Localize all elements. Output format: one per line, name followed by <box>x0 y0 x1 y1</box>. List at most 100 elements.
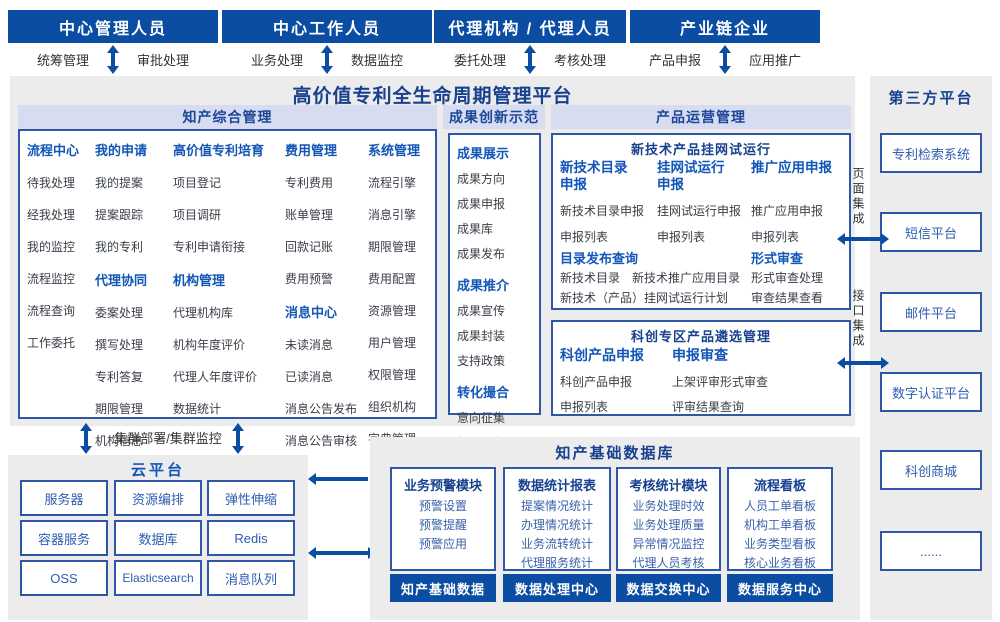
menu-item: 项目登记 <box>173 176 222 190</box>
db-column-assessment: 考核统计模块 业务处理时效 业务处理质量 异常情况监控 代理人员考核 <box>616 467 721 571</box>
chanpin-box2-col-1: 科创产品申报 科创产品申报 申报列表 <box>560 345 644 415</box>
menu-item: 成果发布 <box>457 247 506 261</box>
catalog-query-row1: 新技术目录 新技术推广应用目录 <box>560 269 740 286</box>
up-down-arrow-icon <box>84 431 88 446</box>
group-title: 申报审查 <box>672 347 728 363</box>
chanpin-box2-col-2: 申报审查 上架评审形式审查 评审结果查询 <box>672 345 768 415</box>
up-down-arrow-icon <box>236 431 240 446</box>
menu-item: 数据统计 <box>173 402 222 416</box>
sublabel: 业务处理 <box>250 52 303 68</box>
menu-item: 已读消息 <box>285 370 334 384</box>
chanpin-box1-col-3: 推广应用申报 推广应用申报 申报列表 <box>751 159 845 245</box>
menu-item: 申报列表 <box>560 400 609 414</box>
menu-item: 机构信息 <box>95 434 144 448</box>
cloud-item: 弹性伸缩 <box>207 480 295 516</box>
platform-title: 高价值专利全生命周期管理平台 <box>292 86 573 107</box>
db-item: 预警应用 <box>418 537 467 551</box>
sublabel: 数据监控 <box>351 52 404 68</box>
menu-item: 科创产品申报 <box>560 375 633 389</box>
zhichan-col-4: 费用管理 专利费用 账单管理 回款记账 费用预警 消息中心 未读消息 已读消息 … <box>285 140 357 449</box>
menu-item: 上架评审形式审查 <box>672 375 769 389</box>
menu-item: 代理人年度评价 <box>173 370 258 384</box>
group-title: 推广应用申报 <box>751 160 832 175</box>
up-down-arrow-icon <box>528 52 532 66</box>
menu-item: 新技术目录 <box>560 271 621 285</box>
group-title: 科创产品申报 <box>560 347 644 363</box>
formal-review-item: 审查结果查看 <box>751 289 823 306</box>
group-title: 代理协同 <box>95 273 148 288</box>
menu-item: 回款记账 <box>285 240 334 254</box>
cloud-title: 云平台 <box>130 462 185 479</box>
db-column-title: 业务预警模块 <box>403 478 482 493</box>
up-down-arrow-icon <box>723 52 727 66</box>
group-title: 高价值专利培育 <box>173 143 265 158</box>
db-item: 异常情况监控 <box>632 537 705 551</box>
third-party-item: 专利检索系统 <box>880 133 982 173</box>
menu-item: 我的专利 <box>95 240 144 254</box>
catalog-query-title: 目录发布查询 <box>560 251 639 266</box>
menu-item: 形式审查处理 <box>751 271 824 285</box>
cloud-item: Redis <box>207 520 295 556</box>
menu-item: 成果申报 <box>457 197 506 211</box>
group-title: 流程中心 <box>27 143 80 158</box>
db-item: 业务流转统计 <box>520 537 593 551</box>
chanpin-box1-col-1: 新技术目录 申报 新技术目录申报 申报列表 <box>560 159 654 245</box>
group-title: 系统管理 <box>368 143 421 158</box>
menu-item: 流程查询 <box>27 304 76 318</box>
third-party-item: 邮件平台 <box>880 292 982 332</box>
menu-item: 组织机构 <box>368 400 417 414</box>
sublabel: 产品申报 <box>648 52 701 68</box>
menu-item: 评审结果查询 <box>672 400 745 414</box>
actor-sublabels-3: 委托处理 考核处理 <box>434 44 626 74</box>
group-title: 消息中心 <box>285 305 338 320</box>
db-bar-processing: 数据处理中心 <box>503 574 611 602</box>
formal-review-title: 形式审查 <box>751 251 804 266</box>
up-down-arrow-icon <box>111 52 115 66</box>
menu-item: 推广应用申报 <box>751 204 824 218</box>
db-item: 预警提醒 <box>418 518 467 532</box>
chanpin-box2-title: 科创专区产品遴选管理 <box>630 329 771 344</box>
menu-item: 委案处理 <box>95 306 144 320</box>
group-title: 机构管理 <box>173 273 226 288</box>
menu-item: 经我处理 <box>27 208 76 222</box>
left-right-arrow-icon <box>845 237 881 241</box>
up-down-arrow-icon <box>325 52 329 66</box>
actor-sublabels-4: 产品申报 应用推广 <box>630 44 820 74</box>
db-item: 业务处理质量 <box>632 518 705 532</box>
left-right-arrow-icon <box>316 551 368 555</box>
zhichan-box <box>18 129 437 419</box>
db-bar-exchange: 数据交换中心 <box>616 574 721 602</box>
section-title-zhichan: 知产综合管理 <box>18 105 437 129</box>
db-item: 办理情况统计 <box>520 518 593 532</box>
menu-item: 挂网试运行申报 <box>657 204 742 218</box>
db-bar-base-data: 知产基础数据 <box>390 574 496 602</box>
db-column-kanban: 流程看板 人员工单看板 机构工单看板 业务类型看板 核心业务看板 <box>727 467 833 571</box>
group-title: 新技术目录 申报 <box>560 160 628 192</box>
menu-item: 申报列表 <box>751 230 800 244</box>
menu-item: 消息公告审核 <box>285 434 358 448</box>
group-title: 我的申请 <box>95 143 148 158</box>
db-item: 代理人员考核 <box>632 556 705 570</box>
actor-header-agency: 代理机构 / 代理人员 <box>434 10 626 43</box>
sublabel: 委托处理 <box>453 52 506 68</box>
menu-item: 撰写处理 <box>95 338 144 352</box>
cloud-item: OSS <box>20 560 108 596</box>
menu-item: 成果方向 <box>457 172 506 186</box>
zhichan-col-2: 我的申请 我的提案 提案跟踪 我的专利 代理协同 委案处理 撰写处理 专利答复 … <box>95 140 147 449</box>
menu-item: 我的监控 <box>27 240 76 254</box>
group-title: 转化撮合 <box>457 385 510 400</box>
db-column-stats: 数据统计报表 提案情况统计 办理情况统计 业务流转统计 代理服务统计 <box>503 467 611 571</box>
menu-item: 专利费用 <box>285 176 334 190</box>
db-column-title: 流程看板 <box>753 478 806 493</box>
chanpin-box2 <box>551 320 851 416</box>
db-bar-service: 数据服务中心 <box>727 574 833 602</box>
zhichan-col-3: 高价值专利培育 项目登记 项目调研 专利申请衔接 机构管理 代理机构库 机构年度… <box>173 140 264 417</box>
menu-item: 项目调研 <box>173 208 222 222</box>
menu-item: 机构年度评价 <box>173 338 246 352</box>
menu-item: 工作委托 <box>27 336 76 350</box>
db-column-warning: 业务预警模块 预警设置 预警提醒 预警应用 <box>390 467 496 571</box>
third-party-item: ...... <box>880 531 982 571</box>
menu-item: 费用配置 <box>368 272 417 286</box>
menu-item: 成果库 <box>457 222 494 236</box>
